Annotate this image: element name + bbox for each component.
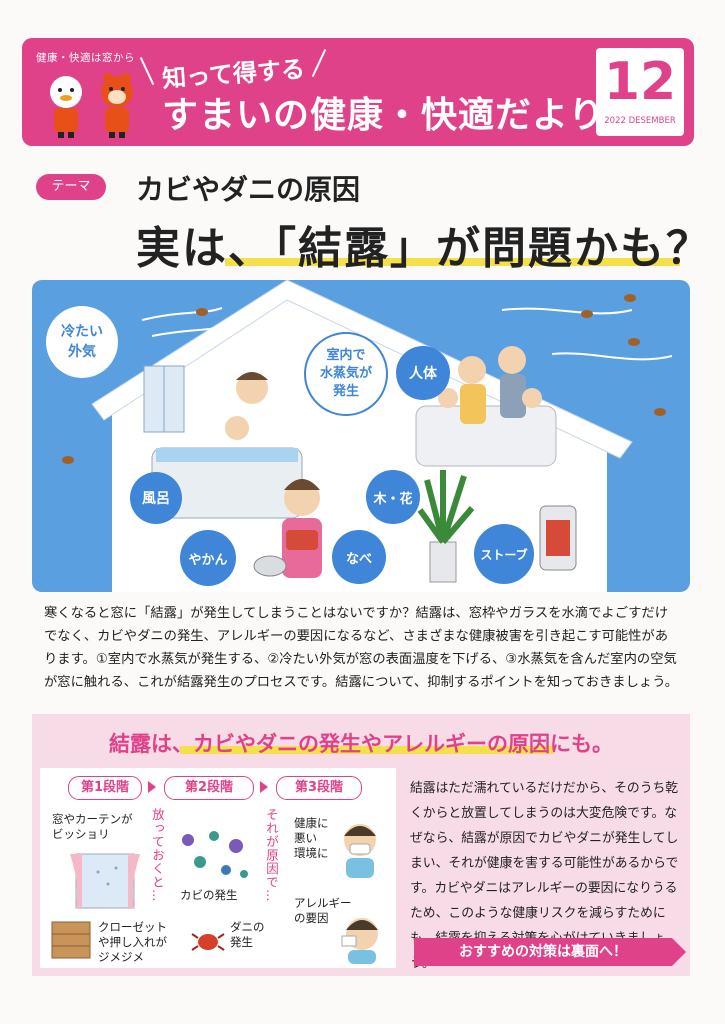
cta-arrow-icon bbox=[672, 938, 686, 966]
source-pot-bubble: なべ bbox=[332, 530, 386, 584]
mold-icon bbox=[182, 831, 248, 878]
masked-person-icon bbox=[344, 824, 376, 878]
unhealthy-line1: 健康に bbox=[294, 816, 329, 830]
cause-section: 結露は、カビやダニの発生やアレルギーの原因にも。 第1段階 第2段階 第3段階 … bbox=[32, 714, 690, 976]
theme-subtitle: カビやダニの原因 bbox=[136, 173, 361, 206]
theme-headline: 実は、「結露」が問題かも？ bbox=[136, 223, 712, 274]
mascot-illustration bbox=[50, 73, 133, 138]
headline-highlight bbox=[225, 258, 680, 266]
wet-window-icon bbox=[70, 853, 140, 909]
stage-arrow-icon bbox=[148, 781, 156, 793]
sneezing-person-icon bbox=[341, 918, 378, 964]
source-human-bubble: 人体 bbox=[396, 346, 450, 400]
see-back-banner: おすすめの対策は裏面へ！ bbox=[414, 938, 672, 966]
window-wet-line1: 窓やカーテンが bbox=[52, 812, 133, 826]
newsletter-title: すまいの健康・快適だより bbox=[162, 95, 606, 136]
closet-line2: や押し入れが bbox=[98, 935, 167, 949]
section-heading-highlight bbox=[180, 746, 554, 754]
closet-damp-label: クローゼット や押し入れが ジメジメ bbox=[98, 920, 167, 965]
cold-air-bubble: 冷たい 外気 bbox=[46, 306, 118, 378]
closet-line3: ジメジメ bbox=[98, 950, 144, 964]
mold-label: カビの発生 bbox=[180, 888, 238, 902]
source-plants-bubble: 木・花 bbox=[366, 470, 420, 524]
indoor-vapor-line3: 発生 bbox=[332, 384, 359, 399]
closet-line1: クローゼット bbox=[98, 920, 167, 934]
neglect-vertical-label: 放っておくと… bbox=[150, 808, 165, 903]
window-wet-line2: ビッショリ bbox=[52, 827, 110, 841]
cold-air-label-line1: 冷たい bbox=[61, 324, 103, 340]
kicker-slash bbox=[311, 48, 327, 78]
allergy-label: アレルギー の要因 bbox=[294, 896, 352, 926]
mite-label: ダニの 発生 bbox=[230, 920, 265, 950]
cold-air-label-line2: 外気 bbox=[68, 344, 96, 360]
unhealthy-line2: 悪い bbox=[294, 831, 317, 845]
tagline: 健康・快適は窓から bbox=[36, 52, 135, 64]
house-drawing bbox=[62, 280, 673, 592]
source-kettle-bubble: やかん bbox=[180, 530, 236, 586]
stage-3-badge: 第3段階 bbox=[276, 776, 362, 800]
mite-line1: ダニの bbox=[230, 920, 265, 934]
indoor-vapor-line1: 室内で bbox=[326, 348, 366, 363]
issue-date: 2022 DESEMBER bbox=[604, 116, 676, 126]
allergy-line2: の要因 bbox=[294, 911, 329, 925]
allergy-line1: アレルギー bbox=[294, 896, 352, 910]
stages-panel: 第1段階 第2段階 第3段階 窓やカーテンが ビッショリ クローゼット や押し入… bbox=[40, 768, 396, 968]
source-bath-bubble: 風呂 bbox=[130, 472, 182, 524]
stage-1-badge: 第1段階 bbox=[68, 776, 142, 800]
intro-paragraph: 寒くなると窓に「結露」が発生してしまうことはないですか？結露は、窓枠やガラスを水… bbox=[44, 606, 678, 690]
issue-box: 12 2022 DESEMBER bbox=[596, 48, 684, 136]
mite-icon bbox=[191, 933, 225, 951]
section-heading: 結露は、カビやダニの発生やアレルギーの原因にも。 bbox=[109, 732, 613, 756]
theme-badge: テーマ bbox=[36, 174, 106, 200]
house-illustration: 冷たい 外気 室内で 水蒸気が 発生 人体 風呂 やかん なべ 木・花 ストーブ bbox=[32, 280, 690, 592]
closet-icon bbox=[51, 921, 91, 959]
stage-2-badge: 第2段階 bbox=[164, 776, 254, 800]
stage-arrow-icon bbox=[260, 781, 268, 793]
indoor-vapor-bubble: 室内で 水蒸気が 発生 bbox=[304, 332, 388, 416]
unhealthy-env-label: 健康に 悪い 環境に bbox=[294, 816, 329, 861]
cause-vertical-label: それが原因で… bbox=[264, 808, 279, 903]
unhealthy-line3: 環境に bbox=[294, 846, 329, 860]
header-banner: 健康・快適は窓から 知って得する すまいの健康・快適だより 12 2022 DE… bbox=[22, 38, 694, 146]
window-wet-label: 窓やカーテンが ビッショリ bbox=[52, 812, 133, 842]
issue-number: 12 bbox=[603, 52, 677, 112]
source-stove-bubble: ストーブ bbox=[474, 524, 534, 584]
mite-line2: 発生 bbox=[230, 935, 253, 949]
kicker-slash bbox=[139, 56, 155, 86]
indoor-vapor-line2: 水蒸気が bbox=[319, 366, 372, 381]
